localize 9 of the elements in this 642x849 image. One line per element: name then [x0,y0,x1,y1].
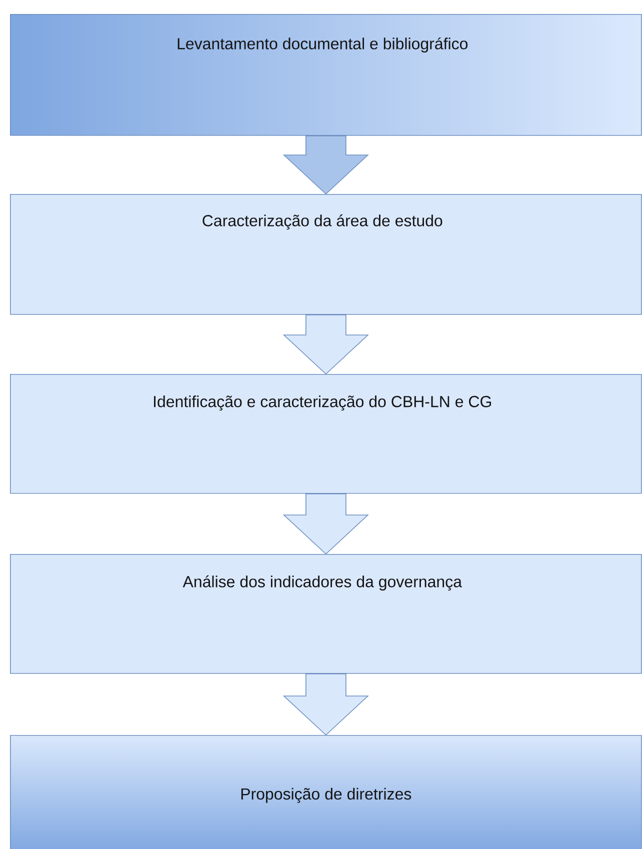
process-box: Proposição de diretrizes [10,735,642,849]
process-box: Caracterização da área de estudo [10,194,642,315]
block-arrow [282,493,369,555]
block-arrow [282,135,369,195]
process-box: Levantamento documental e bibliográfico [10,14,642,136]
block-arrow [282,314,369,375]
block-arrow [282,673,369,736]
process-box: Análise dos indicadores da governança [10,554,642,674]
process-box: Identificação e caracterização do CBH-LN e CG [10,374,642,494]
